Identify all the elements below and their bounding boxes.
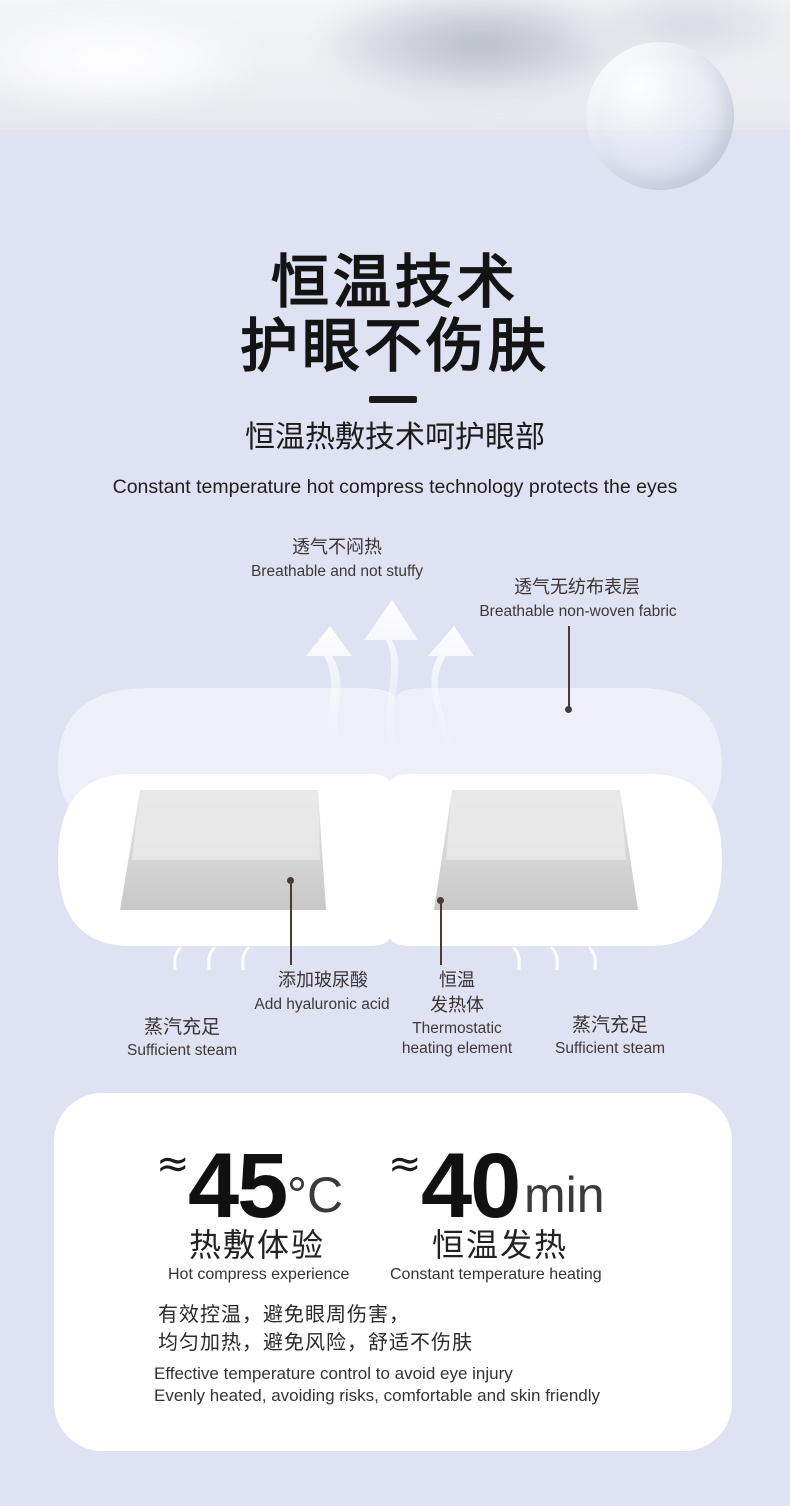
label-steam-right-cn: 蒸汽充足 (571, 1014, 648, 1036)
water-bubble-icon (586, 42, 734, 190)
label-steam-left-cn: 蒸汽充足 (143, 1016, 220, 1038)
subtitle-en: Constant temperature hot compress techno… (112, 476, 678, 498)
approx-sign-temperature: ≈ (156, 1141, 190, 1187)
label-breathable-cn: 透气不闷热 (292, 537, 382, 558)
label-heating-en-2: heating element (401, 1040, 513, 1057)
approx-sign-duration: ≈ (388, 1141, 422, 1187)
subtitle-cn: 恒温热敷技术呵护眼部 (245, 420, 545, 455)
label-hyaluronic-cn: 添加玻尿酸 (278, 970, 368, 991)
heating-leader-dot (437, 897, 444, 904)
description-cn-line-2: 均匀加热，避免风险，舒适不伤肤 (158, 1330, 473, 1354)
hyaluronic-leader-dot (287, 877, 294, 884)
label-steam-left-en: Sufficient steam (127, 1042, 237, 1059)
temperature-unit: °C (287, 1167, 344, 1223)
label-hyaluronic-en: Add hyaluronic acid (254, 996, 390, 1013)
hyaluronic-leader-line (290, 881, 292, 965)
duration-unit: min (524, 1167, 605, 1223)
stat-duration-en: Constant temperature heating (390, 1266, 602, 1283)
breathable-arrows (306, 600, 474, 750)
steam-arrows (173, 946, 597, 970)
cloud-shape (0, 10, 260, 110)
heating-leader-line (440, 901, 442, 965)
label-breathable-en: Breathable and not stuffy (250, 563, 424, 580)
label-heating-cn-2: 发热体 (430, 995, 484, 1016)
stats-card (54, 1093, 732, 1451)
duration-value: 40 (421, 1135, 521, 1237)
label-heating-cn-1: 恒温 (439, 970, 475, 991)
stat-duration-cn: 恒温发热 (432, 1226, 569, 1264)
label-steam-right-en: Sufficient steam (555, 1040, 665, 1057)
fabric-leader-line (568, 626, 570, 710)
title-divider (369, 396, 417, 403)
label-heating-en-1: Thermostatic (412, 1020, 502, 1037)
title-line-1: 恒温技术 (270, 248, 519, 316)
temperature-value: 45 (188, 1135, 288, 1237)
stat-temperature-cn: 热敷体验 (189, 1226, 326, 1264)
description-cn-line-1: 有效控温，避免眼周伤害， (158, 1302, 410, 1326)
title-line-2: 护眼不伤肤 (239, 312, 550, 380)
stat-temperature-en: Hot compress experience (168, 1266, 350, 1283)
description-en-line-1: Effective temperature control to avoid e… (154, 1364, 513, 1383)
label-fabric-cn: 透气无纺布表层 (514, 577, 640, 598)
fabric-leader-dot (565, 706, 572, 713)
label-fabric-en: Breathable non-woven fabric (479, 603, 677, 620)
eye-mask-illustration (58, 600, 722, 970)
description-en-line-2: Evenly heated, avoiding risks, comfortab… (154, 1386, 601, 1405)
